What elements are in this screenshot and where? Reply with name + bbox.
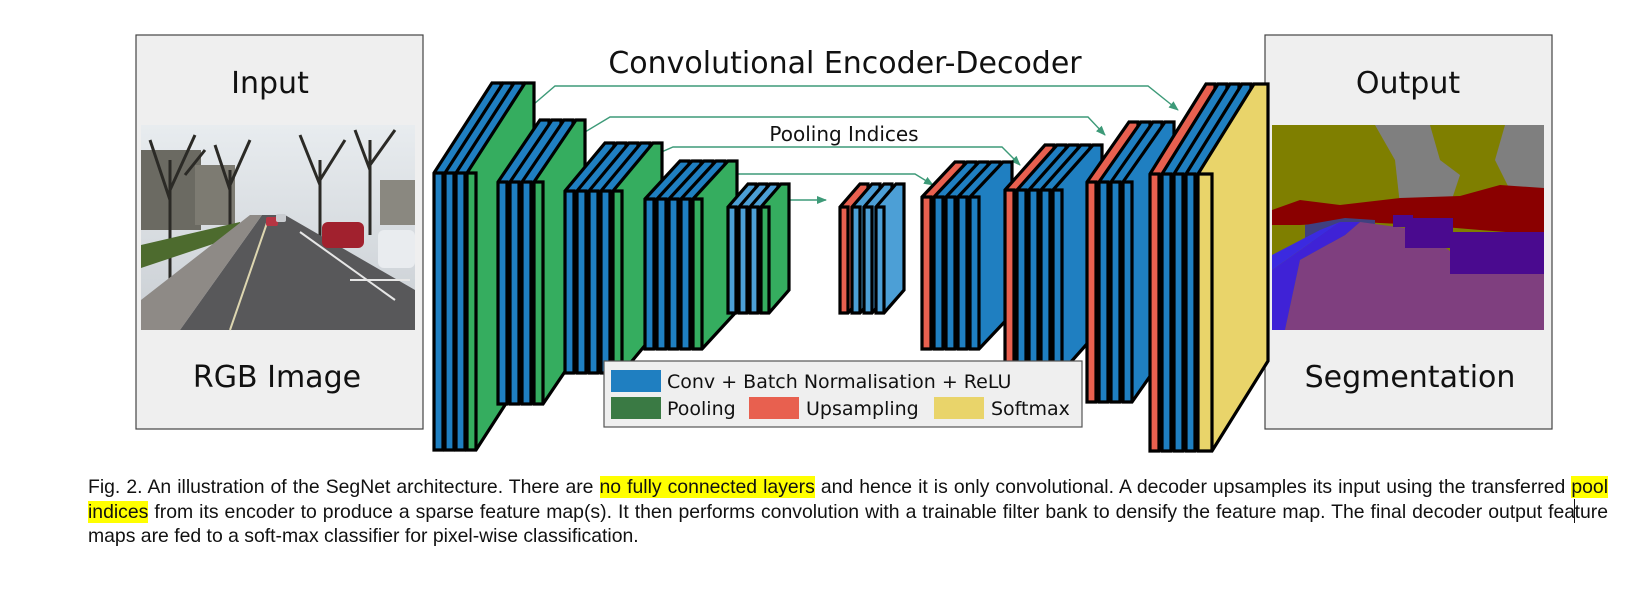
caption-part-2: and hence it is only convolutional. A de… <box>814 476 1572 498</box>
layer-8-2-conv-edge <box>1017 188 1028 372</box>
layer-5-2-convl-edge <box>739 205 749 313</box>
pooling-indices-label: Pooling Indices <box>769 122 918 146</box>
layer-5-4-pool <box>759 182 791 315</box>
layer-4-1-conv-edge <box>645 197 656 349</box>
legend-swatch-conv <box>611 370 661 392</box>
layer-1-1-conv-edge <box>434 171 445 450</box>
legend-label-upsampling: Upsampling <box>806 398 919 420</box>
layer-2-1-conv-edge <box>498 180 509 404</box>
layer-9-1-up-edge <box>1087 180 1098 402</box>
layer-3-5-pool-edge <box>613 189 624 373</box>
segmentation-map <box>1272 125 1544 330</box>
layer-10-3-conv-edge <box>1174 172 1185 451</box>
layer-6-1-up-edge <box>840 205 850 313</box>
legend-label-pooling: Pooling <box>667 398 736 420</box>
layer-1-2-conv-edge <box>445 171 456 450</box>
legend-swatch-softmax <box>934 397 984 419</box>
layer-8-3-conv-edge <box>1029 188 1040 372</box>
input-title: Input <box>231 66 309 101</box>
layer-10-1-up-edge <box>1150 172 1161 451</box>
layer-1-4-pool-edge <box>467 171 478 450</box>
layer-10-2-conv-edge <box>1162 172 1173 451</box>
layer-6-4-convl-edge <box>876 205 886 313</box>
layer-6-3-convl-edge <box>864 205 874 313</box>
layer-7-3-conv-edge <box>946 195 957 349</box>
layer-5-4-pool-edge <box>761 205 771 313</box>
layer-10-5-soft <box>1196 82 1270 453</box>
output-subtitle: Segmentation <box>1305 360 1516 395</box>
layer-1-3-conv-edge <box>456 171 467 450</box>
output-title: Output <box>1356 66 1460 101</box>
figure-caption: Fig. 2. An illustration of the SegNet ar… <box>88 475 1609 548</box>
segnet-diagram: Input <box>135 34 1553 453</box>
layer-3-3-conv-edge <box>589 189 600 373</box>
legend-swatch-upsampling <box>749 397 799 419</box>
layer-5-1-convl-edge <box>728 205 738 313</box>
layer-8-4-conv-edge <box>1041 188 1052 372</box>
legend: Conv + Batch Normalisation + ReLU Poolin… <box>603 360 1083 428</box>
layer-3-2-conv-edge <box>577 189 588 373</box>
input-subtitle: RGB Image <box>193 360 361 395</box>
layer-5-3-convl-edge <box>750 205 760 313</box>
caption-highlight-1: no fully connected layers <box>599 476 815 498</box>
layer-8-5-conv-edge <box>1053 188 1064 372</box>
layer-4-3-conv-edge <box>669 197 680 349</box>
layer-7-1-up-edge <box>922 195 933 349</box>
layer-7-2-conv-edge <box>934 195 945 349</box>
layer-9-2-conv-edge <box>1099 180 1110 402</box>
layer-2-4-pool-edge <box>534 180 545 404</box>
layer-6-2-convl-edge <box>852 205 862 313</box>
diagram-title: Convolutional Encoder-Decoder <box>608 46 1082 81</box>
layer-2-3-conv-edge <box>522 180 533 404</box>
layer-10-4-conv-edge <box>1186 172 1197 451</box>
layer-7-4-conv-edge <box>958 195 969 349</box>
caption-part-3: from its encoder to produce a sparse fea… <box>148 501 1576 523</box>
layer-8-1-up-edge <box>1005 188 1016 372</box>
caption-part-4: ture maps are fed to a soft-max classifi… <box>88 501 1608 547</box>
layer-3-1-conv-edge <box>565 189 576 373</box>
input-panel: Input <box>135 34 424 430</box>
legend-label-softmax: Softmax <box>991 398 1070 420</box>
skip-arrow-1 <box>526 85 1179 111</box>
layer-10-5-soft-edge <box>1198 172 1214 451</box>
network-layers <box>432 81 1270 453</box>
layer-4-5-pool-edge <box>693 197 704 349</box>
layer-3-4-conv-edge <box>601 189 612 373</box>
output-panel: Output Segmentation <box>1264 34 1553 430</box>
legend-label-conv: Conv + Batch Normalisation + ReLU <box>667 371 1011 393</box>
layer-9-4-conv-edge <box>1123 180 1134 402</box>
layer-7-5-conv-edge <box>970 195 981 349</box>
layer-6-4-convl <box>874 182 906 315</box>
layer-4-4-conv-edge <box>681 197 692 349</box>
layer-4-2-conv-edge <box>657 197 668 349</box>
layer-2-2-conv-edge <box>510 180 521 404</box>
text-cursor <box>1574 499 1576 523</box>
layer-9-3-conv-edge <box>1111 180 1122 402</box>
caption-part-1: Fig. 2. An illustration of the SegNet ar… <box>88 476 600 498</box>
rgb-street-photo <box>141 125 415 331</box>
legend-swatch-pooling <box>611 397 661 419</box>
